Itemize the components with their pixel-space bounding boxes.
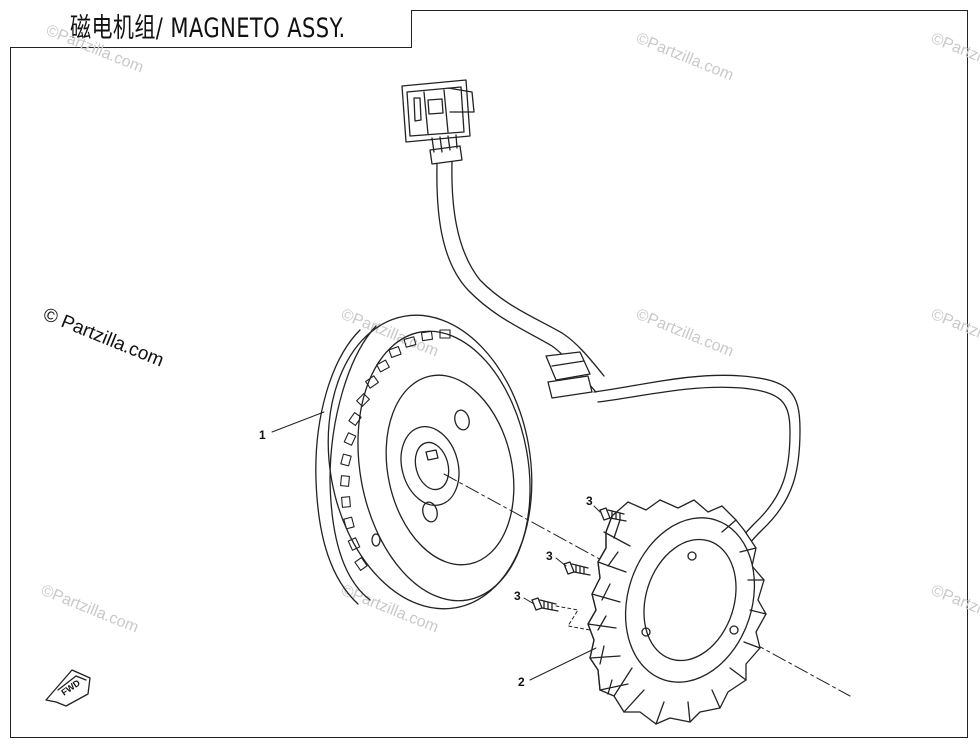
screw-low: [531, 597, 559, 612]
callout-3-low: 3: [514, 589, 521, 603]
callout-2: 2: [518, 675, 525, 689]
flywheel: [315, 314, 533, 610]
diagram-frame: [10, 10, 968, 738]
fwd-arrow-icon: [45, 669, 91, 707]
screw-top: [599, 507, 627, 522]
screw-mid: [563, 561, 591, 576]
callout-3-top: 3: [586, 494, 593, 508]
wire-harness: [436, 161, 801, 557]
callout-3-mid: 3: [546, 549, 553, 563]
leader-lines: [271, 411, 601, 681]
wire-connector: [401, 79, 475, 165]
page-title: 磁电机组/ MAGNETO ASSY.: [70, 13, 346, 44]
stator: [587, 499, 767, 725]
callout-1: 1: [259, 428, 266, 442]
title-box: 磁电机组/ MAGNETO ASSY.: [10, 10, 412, 48]
